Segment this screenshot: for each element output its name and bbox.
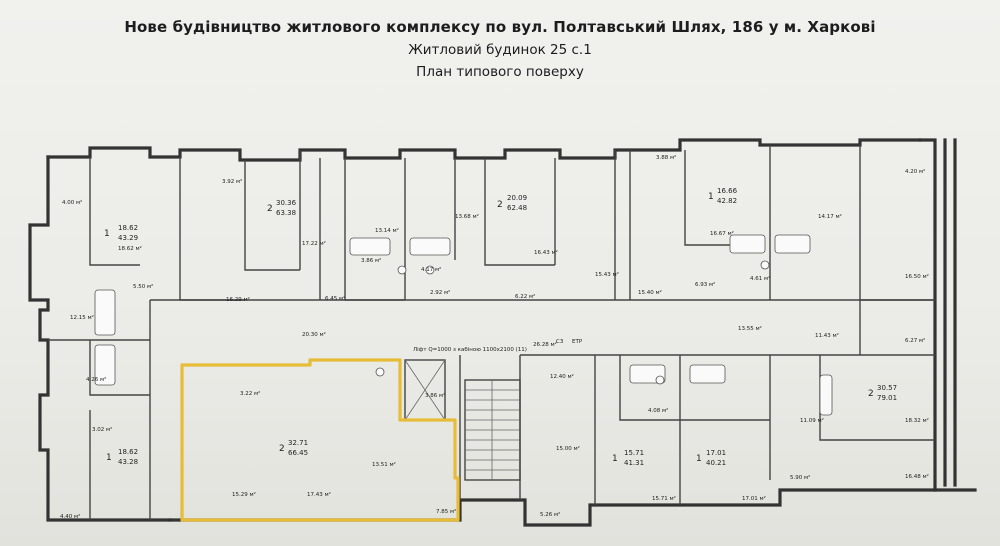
room-area-label: 17.22 м²	[302, 240, 326, 247]
room-area-label: 15.43 м²	[595, 271, 619, 278]
room-area-label: 15.00 м²	[556, 445, 580, 452]
plan-text: 18.62	[118, 448, 138, 456]
plan-text: 32.71	[288, 439, 308, 447]
room-area-label: 6.27 м²	[905, 337, 925, 344]
room-area-label: 4.17 м²	[421, 266, 441, 273]
room-area-label: 2.92 м²	[430, 289, 450, 296]
plan-text: 40.21	[706, 459, 726, 467]
room-area-label: 26.28 м²	[533, 341, 557, 348]
room-area-label: 15.71 м²	[652, 495, 676, 502]
room-area-label: 16.48 м²	[905, 473, 929, 480]
plan-text: 30.57	[877, 384, 897, 392]
room-area-label: 12.15 м²	[70, 314, 94, 321]
plan-text: 43.29	[118, 234, 138, 242]
room-area-label: 16.29 м²	[226, 296, 250, 303]
room-area-label: 6.93 м²	[695, 281, 715, 288]
room-area-label: 3.02 м²	[92, 426, 112, 433]
room-area-label: 14.17 м²	[818, 213, 842, 220]
room-area-label: 3.86 м²	[361, 257, 381, 264]
plan-text: 15.71	[624, 449, 644, 457]
plan-text: 43.28	[118, 458, 138, 466]
room-area-label: 20.30 м²	[302, 331, 326, 338]
room-area-label: 13.51 м²	[372, 461, 396, 468]
plan-text: 79.01	[877, 394, 897, 402]
apartment-label: 2 32.71 66.45	[279, 439, 308, 457]
room-area-label: 12.40 м²	[550, 373, 574, 380]
room-area-label: 6.45 м²	[325, 295, 345, 302]
room-area-label: 5.50 м²	[133, 283, 153, 290]
apartment-label: 1 16.66 42.82	[708, 187, 738, 205]
plan-text: 41.31	[624, 459, 644, 467]
plan-text: 63.38	[276, 209, 296, 217]
room-area-label: 15.40 м²	[638, 289, 662, 296]
project-title: Нове будівництво житлового комплексу по …	[124, 18, 876, 36]
plan-text: 2	[279, 444, 285, 454]
room-area-label: 4.61 м²	[750, 275, 770, 282]
room-area-label: 13.14 м²	[375, 227, 399, 234]
plan-text: 2	[497, 200, 503, 210]
room-area-label: 3.88 м²	[656, 154, 676, 161]
etp-note: ЕТР	[572, 339, 583, 345]
room-area-label: 4.40 м²	[60, 513, 80, 520]
apartment-label: 2 30.36 63.38	[267, 199, 297, 217]
room-area-label: 5.26 м²	[540, 511, 560, 518]
room-area-label: 11.43 м²	[815, 332, 839, 339]
apartment-labels: 1 18.62 43.29 2 30.36 63.38 2 20.09 62.4…	[104, 187, 897, 467]
room-area-label: 17.43 м²	[307, 491, 331, 498]
room-area-label: 16.67 м²	[710, 230, 734, 237]
room-area-label: 4.00 м²	[62, 199, 82, 206]
apartment-label: 2 20.09 62.48	[497, 194, 527, 212]
lift-note: Ліфт Q=1000 з кабіною 1100х2100 (11)	[413, 347, 527, 353]
room-area-label: 15.29 м²	[232, 491, 256, 498]
room-area-label: 4.26 м²	[86, 376, 106, 383]
apartment-label: 2 30.57 79.01	[868, 384, 897, 402]
plan-text: 1	[708, 192, 714, 202]
room-area-label: 13.55 м²	[738, 325, 762, 332]
room-area-label: 11.09 м²	[800, 417, 824, 424]
room-area-label: 3.86 м²	[425, 392, 445, 399]
room-area-label: 18.62 м²	[118, 245, 142, 252]
room-area-label: 17.01 м²	[742, 495, 766, 502]
plan-text: 2	[267, 204, 273, 214]
plan-text: 62.48	[507, 204, 527, 212]
plan-name: План типового поверху	[416, 64, 584, 80]
room-area-label: 5.90 м²	[790, 474, 810, 481]
fixtures	[94, 234, 833, 416]
plan-text: 1	[104, 229, 110, 239]
plan-text: 30.36	[276, 199, 297, 207]
room-area-label: 4.20 м²	[905, 168, 925, 175]
plan-text: 2	[868, 389, 874, 399]
interior-walls	[48, 145, 935, 520]
plan-text: 1	[696, 454, 702, 464]
c3-note: С3	[556, 339, 564, 345]
apartment-label: 1 18.62 43.29	[104, 224, 138, 242]
room-area-label: 6.22 м²	[515, 293, 535, 300]
apartment-label: 1 18.62 43.28	[106, 448, 138, 466]
plan-text: 16.66	[717, 187, 738, 195]
room-area-label: 13.68 м²	[455, 213, 479, 220]
room-area-label: 18.32 м²	[905, 417, 929, 424]
apartment-label: 1 17.01 40.21	[696, 449, 726, 467]
plan-text: 66.45	[288, 449, 308, 457]
room-area-label: 16.50 м²	[905, 273, 929, 280]
plan-text: 20.09	[507, 194, 527, 202]
room-area-label: 7.85 м²	[436, 508, 456, 515]
title-block: Нове будівництво житлового комплексу по …	[0, 18, 1000, 80]
room-area-label: 4.08 м²	[648, 407, 668, 414]
room-area-label: 16.43 м²	[534, 249, 558, 256]
plan-text: 42.82	[717, 197, 737, 205]
building-subtitle: Житловий будинок 25 с.1	[408, 42, 592, 58]
apartment-label: 1 15.71 41.31	[612, 449, 644, 467]
plan-text: 17.01	[706, 449, 726, 457]
room-area-label: 3.92 м²	[222, 178, 242, 185]
exterior-walls	[28, 138, 977, 527]
room-area-labels: 4.00 м² 18.62 м² 5.50 м² 3.92 м² 16.29 м…	[60, 154, 929, 520]
plan-text: 1	[106, 453, 112, 463]
plan-text: 18.62	[118, 224, 138, 232]
highlighted-apartment-outline	[180, 358, 460, 522]
room-area-label: 3.22 м²	[240, 390, 260, 397]
plan-text: 1	[612, 454, 618, 464]
